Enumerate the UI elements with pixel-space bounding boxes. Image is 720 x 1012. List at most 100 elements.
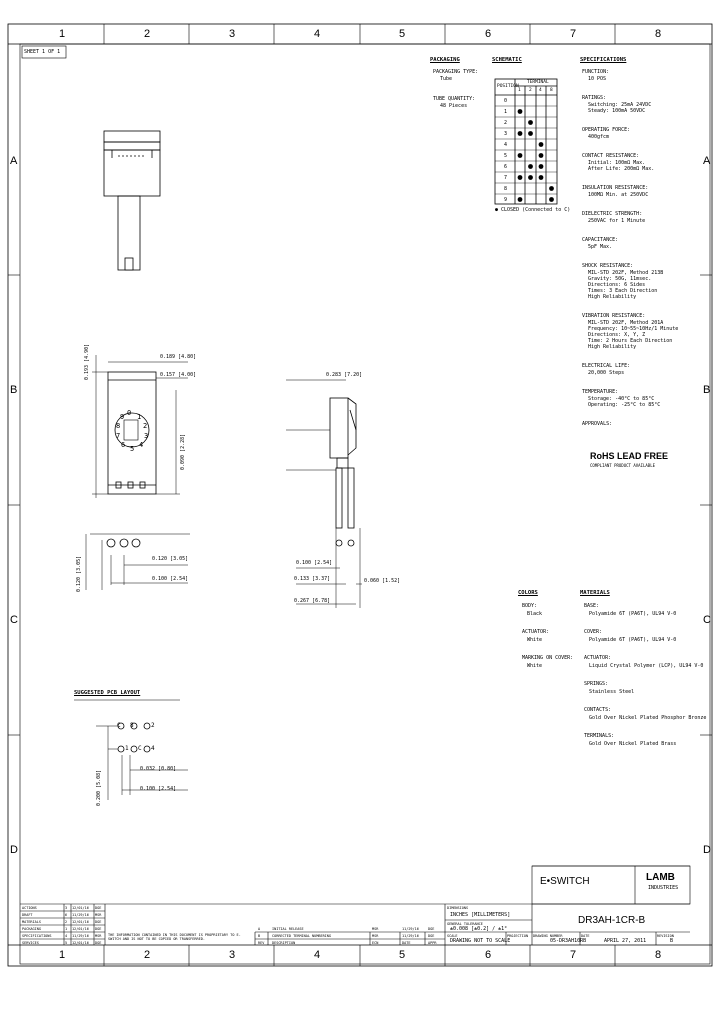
column-label: 2 (143, 949, 151, 961)
revision-cell: INITIAL RELEASE (272, 927, 304, 931)
units-label: DIMENSIONS (447, 906, 469, 910)
dial-number: 6 (121, 441, 126, 449)
layout-pin: 4 (151, 745, 155, 752)
column-label: 1 (58, 949, 66, 961)
revision-cell: DESCRIPTION (272, 941, 296, 945)
column-label: 4 (313, 28, 321, 40)
revision-cell: B (258, 934, 261, 938)
spec-value: Switching: 25mA 24VDC (588, 102, 652, 108)
column-label: 7 (569, 949, 577, 961)
material-value: Gold Over Nickel Plated Phosphor Bronze (589, 715, 707, 721)
approval-cell: 12/01/16 (72, 927, 89, 931)
dim-side-4: 0.060 [1.52] (364, 578, 401, 584)
terminal-label: 8 (550, 88, 553, 93)
part-number: DR3AH-1CR-B (578, 915, 646, 926)
dim-side-1: 0.100 [2.54] (296, 560, 333, 566)
column-label: 7 (569, 28, 577, 40)
terminal-label: 4 (539, 88, 542, 93)
spec-value: Time: 2 Hours Each Direction (588, 338, 673, 344)
revision-cell: DATE (402, 941, 411, 945)
row-label: C (10, 614, 18, 626)
packaging-type-value: Tube (440, 76, 453, 82)
column-label: 2 (143, 28, 151, 40)
column-label: 6 (484, 949, 492, 961)
schematic-note: ● CLOSED (Connected to C) (495, 207, 571, 213)
spec-value: 250VAC for 1 Minute (588, 218, 646, 224)
approval-cell: DGE (95, 927, 102, 931)
revision-label: REVISION (657, 934, 674, 938)
column-label: 3 (228, 949, 236, 961)
specifications-heading: SPECIFICATIONS (580, 57, 627, 63)
approval-cell: 11/29/16 (72, 934, 89, 938)
sheet-number: SHEET 1 OF 1 (24, 49, 61, 55)
spec-label: RATINGS: (582, 95, 607, 101)
schematic-position: 6 (504, 164, 508, 170)
scale-value: DRAWING NOT TO SCALE (450, 938, 511, 944)
packaging-type-label: PACKAGING TYPE: (433, 69, 479, 75)
approval-cell: 1 (65, 927, 68, 931)
copyright-note: THE INFORMATION CONTAINED IN THIS DOCUME… (108, 933, 241, 941)
approval-cell: DGE (95, 906, 102, 910)
material-label: COVER: (584, 629, 603, 635)
material-value: Liquid Crystal Polymer (LCP), UL94 V-0 (589, 663, 704, 669)
approval-cell: 3 (65, 906, 68, 910)
color-value: White (527, 663, 543, 669)
revision-cell: 11/29/16 (402, 927, 419, 931)
column-label: 8 (654, 28, 662, 40)
layout-pin: C (117, 722, 121, 729)
material-value: Polyamide 6T (PA6T), UL94 V-0 (589, 637, 677, 643)
color-value: White (527, 637, 543, 643)
approval-cell: MSR (95, 913, 102, 917)
column-label: 4 (313, 949, 321, 961)
schematic-terminal-header: TERMINAL (527, 80, 549, 85)
row-label: B (10, 384, 18, 396)
projection-label: PROJECTION (507, 934, 529, 938)
row-label: D (10, 844, 18, 856)
dial-number: 9 (120, 413, 125, 421)
material-label: CONTACTS: (584, 707, 612, 713)
tube-qty-value: 48 Pieces (440, 103, 468, 109)
tube-qty-label: TUBE QUANTITY: (433, 96, 476, 102)
layout-heading: SUGGESTED PCB LAYOUT (74, 690, 141, 696)
date-value: APRIL 27, 2011 (604, 938, 647, 944)
layout-pin: 1 (125, 745, 129, 752)
color-value: Black (527, 611, 543, 617)
approval-cell: 5 (65, 941, 68, 945)
schematic-position-header: POSITION (497, 84, 519, 89)
dial-number: 7 (116, 432, 121, 440)
schematic-position: 0 (504, 98, 508, 104)
approval-cell: DGE (95, 941, 102, 945)
revision-cell: CORRECTED TERMINAL NUMBERING (272, 934, 332, 938)
spec-value: Initial: 100mΩ Max. (588, 160, 646, 166)
revision-cell: MSR (372, 934, 379, 938)
dial-number: 4 (139, 441, 144, 449)
approval-cell: MSR (95, 934, 102, 938)
spec-value: Times: 3 Each Direction (588, 288, 658, 294)
revision-cell: REV (258, 941, 265, 945)
spec-label: ELECTRICAL LIFE: (582, 363, 631, 369)
dial-number: 8 (116, 422, 121, 430)
approval-cell: 11/29/16 (72, 913, 89, 917)
spec-label: DIELECTRIC STRENGTH: (582, 211, 643, 217)
layout-dim-left: 0.200 [5.08] (96, 769, 102, 806)
dial-number: 1 (137, 413, 142, 421)
drawing-number: 05-DR3AH10RB (550, 938, 587, 944)
dim-left-height: 0.193 [4.90] (84, 343, 90, 380)
spec-value: 100MΩ Min. at 250VDC (588, 192, 649, 198)
approval-cell: 2 (65, 920, 68, 924)
color-label: ACTUATOR: (522, 629, 550, 635)
approval-cell: SPECIFICATIONS (22, 934, 52, 938)
material-value: Stainless Steel (589, 689, 635, 695)
revision-cell: MSR (372, 927, 379, 931)
drawing-number-label: DRAWING NUMBER (533, 934, 563, 938)
color-label: BODY: (522, 603, 538, 609)
dial-number: 0 (127, 409, 132, 417)
spec-value: 400gfcm (588, 134, 610, 140)
revision-cell: APPR (428, 941, 437, 945)
spec-label: CAPACITANCE: (582, 237, 619, 243)
revision-cell: DGE (428, 927, 435, 931)
spec-value: MIL-STD 202F, Method 213B (588, 270, 664, 276)
approval-cell: 12/01/16 (72, 906, 89, 910)
revision-value: B (670, 938, 674, 944)
dial-number: 2 (143, 422, 148, 430)
